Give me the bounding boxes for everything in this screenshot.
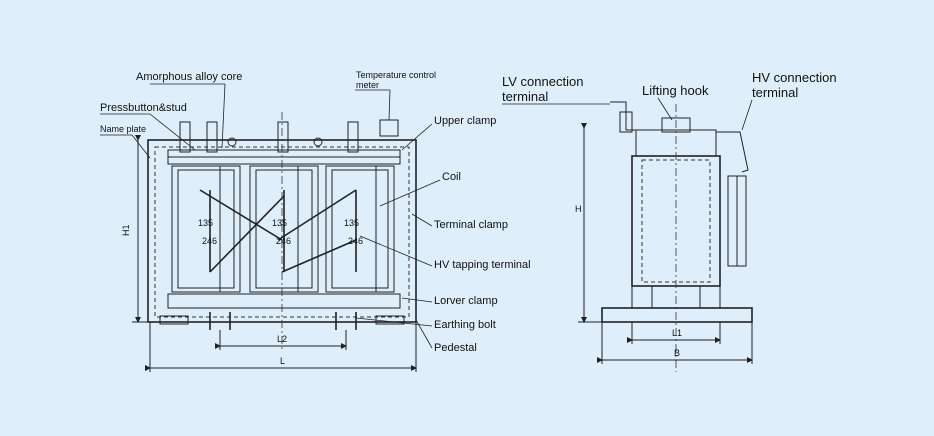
label-pedestal: Pedestal (434, 342, 477, 354)
side-pedestal (601, 307, 753, 323)
label-hv-tapping: HV tapping terminal (434, 259, 531, 271)
core-coils (171, 165, 395, 293)
tap-numbers-top-2: 135 (272, 218, 287, 228)
dim-l: L (280, 356, 285, 366)
label-earthing-bolt: Earthing bolt (434, 319, 496, 331)
label-name-plate: Name plate (100, 124, 146, 134)
label-lv-connection-2: terminal (502, 89, 548, 104)
temperature-meter (379, 119, 399, 137)
label-upper-clamp: Upper clamp (434, 115, 496, 127)
tap-numbers-top-1: 135 (198, 218, 213, 228)
label-lifting-hook: Lifting hook (642, 83, 709, 98)
label-temp-meter-2: meter (356, 80, 379, 90)
dim-b: B (674, 348, 680, 358)
label-coil: Coil (442, 171, 461, 183)
hv-terminal (716, 131, 749, 173)
label-pressbutton: Pressbutton&stud (100, 102, 187, 114)
dim-l1: L1 (672, 328, 682, 338)
lv-bar (610, 101, 636, 131)
label-temp-meter-1: Temperature control (356, 70, 436, 80)
front-view: 135 246 135 246 135 246 H1 L2 L Amorphou… (100, 70, 531, 372)
label-lv-connection-1: LV connection (502, 74, 583, 89)
tap-numbers-bottom-2: 246 (276, 236, 291, 246)
lower-clamp-bar (167, 293, 401, 309)
dim-h1: H1 (121, 224, 131, 236)
tap-numbers-top-3: 135 (344, 218, 359, 228)
hv-bushings (179, 121, 359, 153)
label-amorphous-core: Amorphous alloy core (136, 71, 242, 83)
label-hv-connection-2: terminal (752, 85, 798, 100)
dim-l2: L2 (277, 334, 287, 344)
label-terminal-clamp: Terminal clamp (434, 219, 508, 231)
tap-numbers-bottom-1: 246 (202, 236, 217, 246)
label-hv-connection-1: HV connection (752, 70, 837, 85)
dim-h: H (575, 204, 582, 214)
tap-numbers-bottom-3: 246 (348, 236, 363, 246)
side-view: H L1 B LV connection terminal Lifting ho… (502, 70, 837, 372)
label-lower-clamp: Lorver clamp (434, 295, 498, 307)
